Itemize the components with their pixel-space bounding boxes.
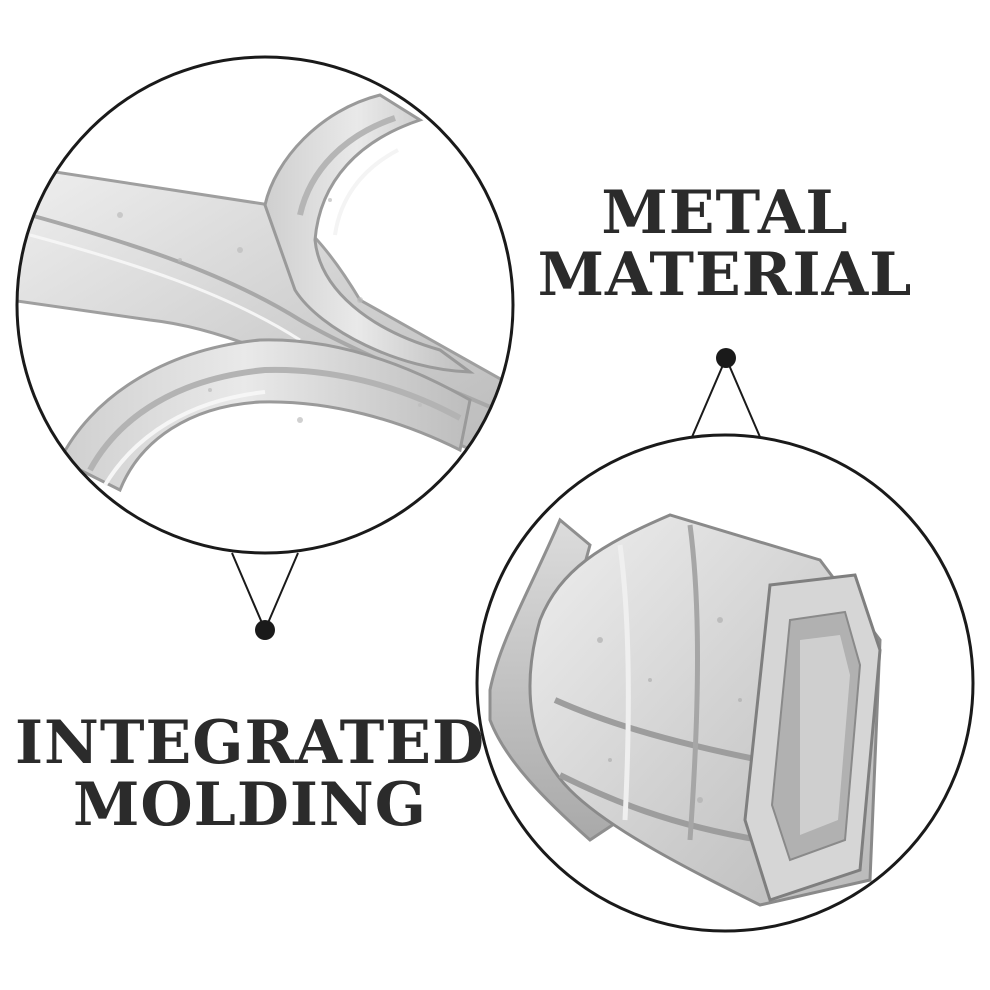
caption-molding-line1: INTEGRATED xyxy=(14,708,486,778)
pointer-metal xyxy=(691,348,761,438)
zoom-circle-fork-joint xyxy=(15,55,515,555)
caption-metal-line2: MATERIAL xyxy=(537,240,913,310)
caption-integrated-molding: INTEGRATED MOLDING xyxy=(10,712,490,836)
caption-metal-material: METAL MATERIAL xyxy=(530,182,920,306)
caption-molding-line2: MOLDING xyxy=(72,770,428,840)
zoom-circle-sleeve-end xyxy=(475,433,975,933)
caption-metal-line1: METAL xyxy=(601,178,849,248)
pointer-molding xyxy=(231,552,299,640)
